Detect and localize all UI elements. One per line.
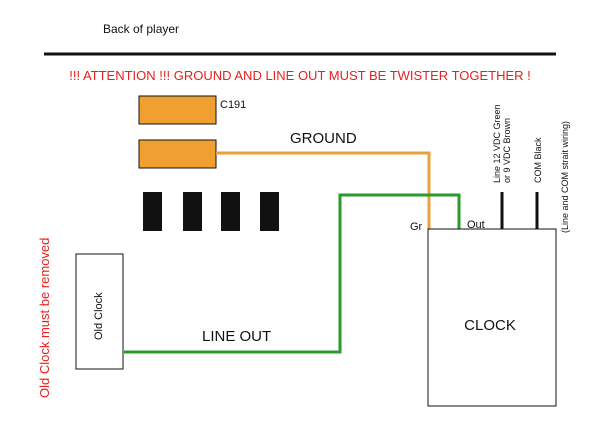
wiring-note: (Line and COM strait wiring) <box>560 121 570 233</box>
old-clock-note: Old Clock must be removed <box>37 238 52 398</box>
old-clock-label: Old Clock <box>93 292 105 340</box>
line-terminal-label-1: Line 12 VDC Green <box>492 104 502 183</box>
connector-block-3 <box>221 192 240 231</box>
warning-text: !!! ATTENTION !!! GROUND AND LINE OUT MU… <box>69 68 531 83</box>
ground-component <box>138 139 217 169</box>
line-terminal-label-2: or 9 VDC Brown <box>502 118 512 183</box>
connector-block-2 <box>183 192 202 231</box>
pin-out-label: Out <box>467 219 485 231</box>
clock-box <box>427 228 557 407</box>
pin-gr-label: Gr <box>410 221 423 233</box>
connector-block-4 <box>260 192 279 231</box>
old-clock-box <box>75 253 124 370</box>
c191-component <box>138 95 217 125</box>
line-out-wire <box>124 193 461 354</box>
clock-label: CLOCK <box>464 317 516 334</box>
connector-block-1 <box>143 192 162 231</box>
com-terminal-label: COM Black <box>533 137 543 183</box>
ground-wire <box>216 151 431 229</box>
header-title: Back of player <box>103 22 179 36</box>
c191-label: C191 <box>220 99 246 111</box>
line-out-wire-label: LINE OUT <box>202 328 271 345</box>
ground-wire-label: GROUND <box>290 130 357 147</box>
